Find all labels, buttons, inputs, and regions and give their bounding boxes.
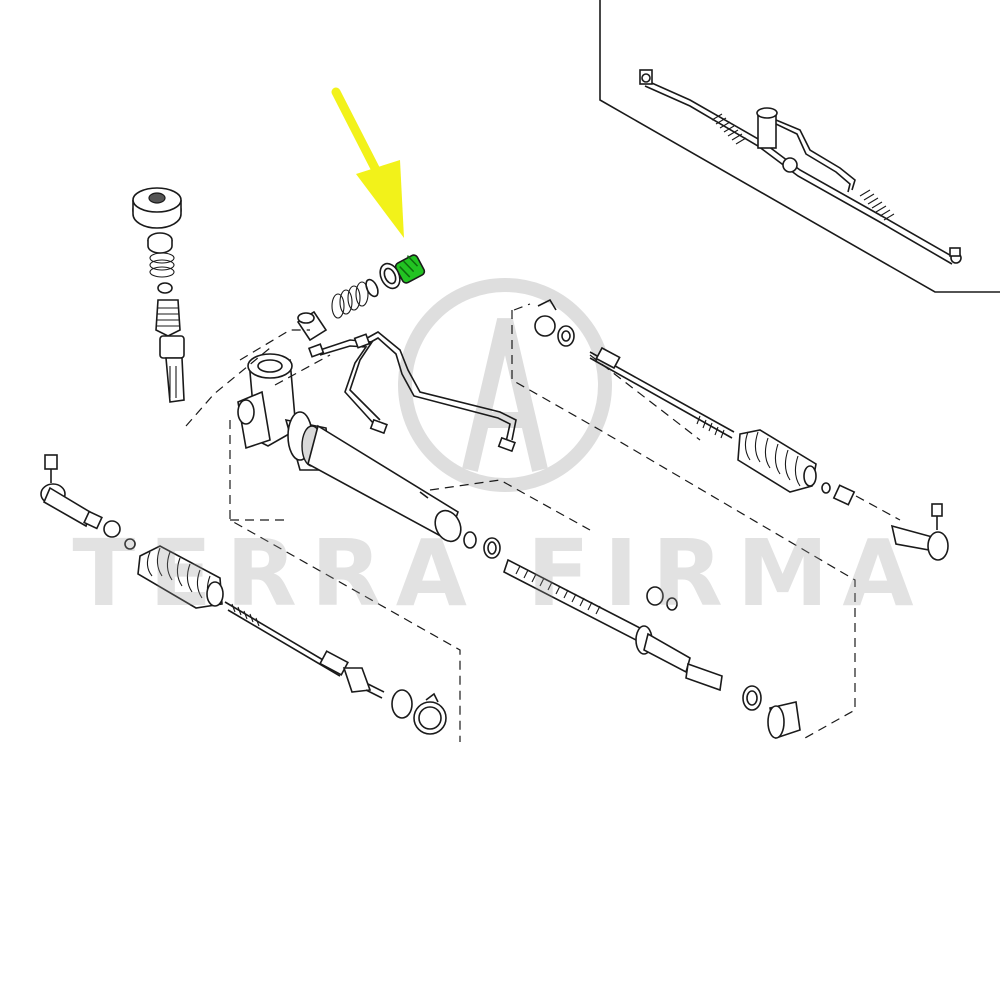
left-boot [137, 545, 224, 609]
left-tie-rod-end [40, 454, 136, 550]
left-clamp [391, 689, 447, 735]
gear-housing [237, 353, 462, 543]
watermark-logo-icon [398, 278, 612, 492]
hydraulic-lines [307, 331, 517, 453]
overview-inset [599, 0, 1000, 293]
center-rack [463, 531, 801, 740]
right-tie-rod-assembly [534, 298, 949, 561]
left-inner-tie-rod [224, 601, 385, 699]
assembly-guides [185, 303, 901, 742]
pinion-assembly [132, 187, 185, 403]
arrow-down-icon [331, 87, 404, 238]
highlighted-part[interactable] [394, 254, 426, 285]
adjuster-parts [296, 262, 401, 342]
